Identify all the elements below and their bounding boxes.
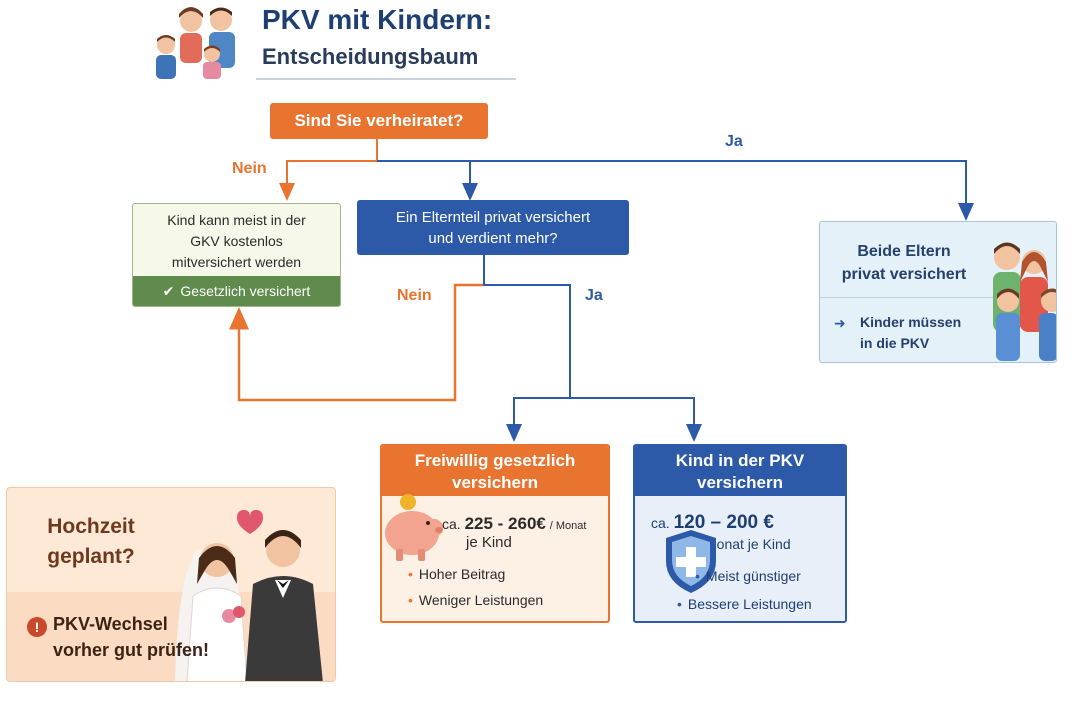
edge-married-yes-both (470, 160, 974, 221)
parent-question-line-2: und verdient mehr? (428, 229, 558, 247)
edge-split-left (506, 397, 570, 442)
gkv-voluntary-node: Freiwillig gesetzlich versichern ca. 225… (380, 444, 610, 623)
pkv-child-heading: Kind in der PKV versichern (635, 446, 845, 496)
warning-icon: ! (27, 617, 47, 637)
edge-parent-yes (483, 255, 571, 398)
edge-married-no (279, 139, 378, 201)
edge-label-no-2: Nein (397, 287, 432, 304)
family-icon (993, 242, 1056, 361)
married-question-node: Sind Sie verheiratet? (270, 103, 488, 139)
arrow-right-icon: ➜ (834, 315, 846, 331)
gkv-voluntary-price-suffix: je Kind (466, 534, 512, 551)
gkv-voluntary-price-unit: / Monat (549, 520, 587, 532)
both-parents-title-2: privat versichert (841, 266, 967, 283)
both-parents-divider (820, 297, 1056, 298)
gkv-voluntary-price-value: 225 - 260€ (464, 514, 546, 533)
gkv-free-footer-label: Gesetzlich versichert (180, 283, 311, 299)
edge-split-right (570, 397, 702, 442)
pkv-child-bullet-2: Bessere Leistungen (677, 596, 812, 612)
check-icon: ✔ (162, 282, 175, 299)
wedding-question-2: geplant? (47, 545, 135, 568)
gkv-free-line-2: GKV kostenlos (190, 233, 283, 249)
wedding-warning-2: vorher gut prüfen! (53, 640, 209, 660)
gkv-voluntary-price: ca. 225 - 260€ / Monat (442, 514, 586, 534)
both-parents-note-2: in die PKV (860, 335, 930, 351)
gkv-free-node: Kind kann meist in der GKV kostenlos mit… (132, 203, 341, 307)
both-parents-node: Beide Eltern privat versichert ➜ Kinder … (819, 221, 1057, 363)
pkv-child-heading-1: Kind in der PKV (675, 451, 805, 470)
edge-label-yes-2: Ja (585, 287, 603, 304)
page-title: PKV mit Kindern: (262, 4, 493, 35)
gkv-voluntary-bullet-2: Weniger Leistungen (408, 592, 543, 608)
gkv-free-footer: ✔ Gesetzlich versichert (133, 276, 340, 306)
both-parents-title-1: Beide Eltern (857, 243, 951, 260)
gkv-free-line-1: Kind kann meist in der (167, 212, 306, 228)
pkv-child-price-suffix: Monat je Kind (705, 536, 791, 552)
parent-question-node: Ein Elternteil privat versichert und ver… (357, 200, 629, 255)
gkv-voluntary-heading: Freiwillig gesetzlich versichern (382, 446, 608, 496)
edge-parent-no (229, 283, 484, 402)
gkv-voluntary-bullet-1: Hoher Beitrag (408, 566, 505, 582)
title-underline (256, 78, 516, 80)
pkv-child-bullet-1: Meist günstiger (695, 568, 801, 584)
pkv-child-node: Kind in der PKV versichern ca. 120 – 200… (633, 444, 847, 623)
gkv-voluntary-heading-1: Freiwillig gesetzlich (414, 451, 576, 470)
edge-married-yes-parent (377, 160, 478, 201)
wedding-question: Hochzeit geplant? (31, 512, 151, 572)
page-subtitle: Entscheidungsbaum (262, 44, 479, 69)
parent-question-line-1: Ein Elternteil privat versichert (395, 208, 591, 226)
heart-icon (237, 510, 263, 534)
couple-icon (175, 510, 323, 681)
pkv-child-price: ca. 120 – 200 € (651, 512, 774, 534)
wedding-question-1: Hochzeit (47, 515, 135, 538)
wedding-note-card: Hochzeit geplant? ! PKV-Wechsel vorher g… (6, 487, 336, 682)
gkv-voluntary-price-prefix: ca. (442, 516, 461, 532)
edge-label-no-1: Nein (232, 160, 267, 177)
wedding-warning-1: PKV-Wechsel (53, 614, 168, 634)
both-parents-note-1: Kinder müssen (860, 314, 962, 330)
pkv-child-price-prefix: ca. (651, 515, 670, 531)
piggy-bank-icon (385, 494, 443, 561)
pkv-child-price-value: 120 – 200 € (673, 512, 774, 533)
edge-label-yes-1: Ja (725, 133, 743, 150)
gkv-free-line-3: mitversichert werden (171, 254, 302, 270)
gkv-voluntary-heading-2: versichern (452, 473, 538, 492)
pkv-child-heading-2: versichern (697, 473, 783, 492)
